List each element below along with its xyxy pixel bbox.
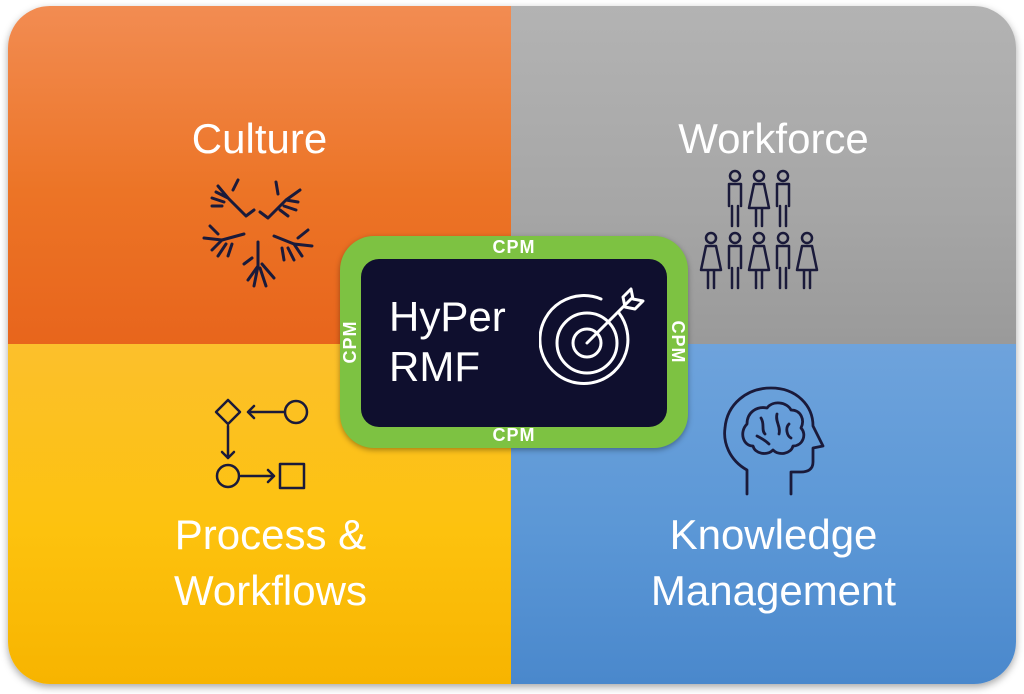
cpm-label-bottom: CPM <box>492 425 536 445</box>
center-title: HyPer RMF <box>389 292 539 392</box>
brain-head-icon <box>717 384 827 500</box>
hands-together-icon <box>188 168 328 298</box>
target-arrow-icon <box>539 283 651 395</box>
center-inner-panel: HyPer RMF <box>361 259 667 427</box>
workforce-label: Workforce <box>678 115 869 162</box>
process-label-line1: Process & <box>174 511 367 558</box>
cpm-label-top: CPM <box>492 237 536 257</box>
hyper-rmf-center-box: CPM CPM CPM CPM HyPer RMF <box>340 236 688 448</box>
process-flow-icon <box>208 392 312 494</box>
people-group-icon <box>699 166 829 298</box>
cpm-label-right: CPM <box>668 320 688 364</box>
culture-quadrant: Culture <box>8 6 511 344</box>
knowledge-label-line2: Management <box>650 567 897 614</box>
cpm-label-left: CPM <box>340 320 360 364</box>
process-label-line2: Workflows <box>174 567 367 614</box>
center-title-line2: RMF <box>389 343 480 390</box>
knowledge-label-line1: Knowledge <box>669 511 878 558</box>
center-title-line1: HyPer <box>389 293 506 340</box>
diagram-frame: Culture Workforce <box>8 6 1016 684</box>
culture-label: Culture <box>191 115 328 162</box>
